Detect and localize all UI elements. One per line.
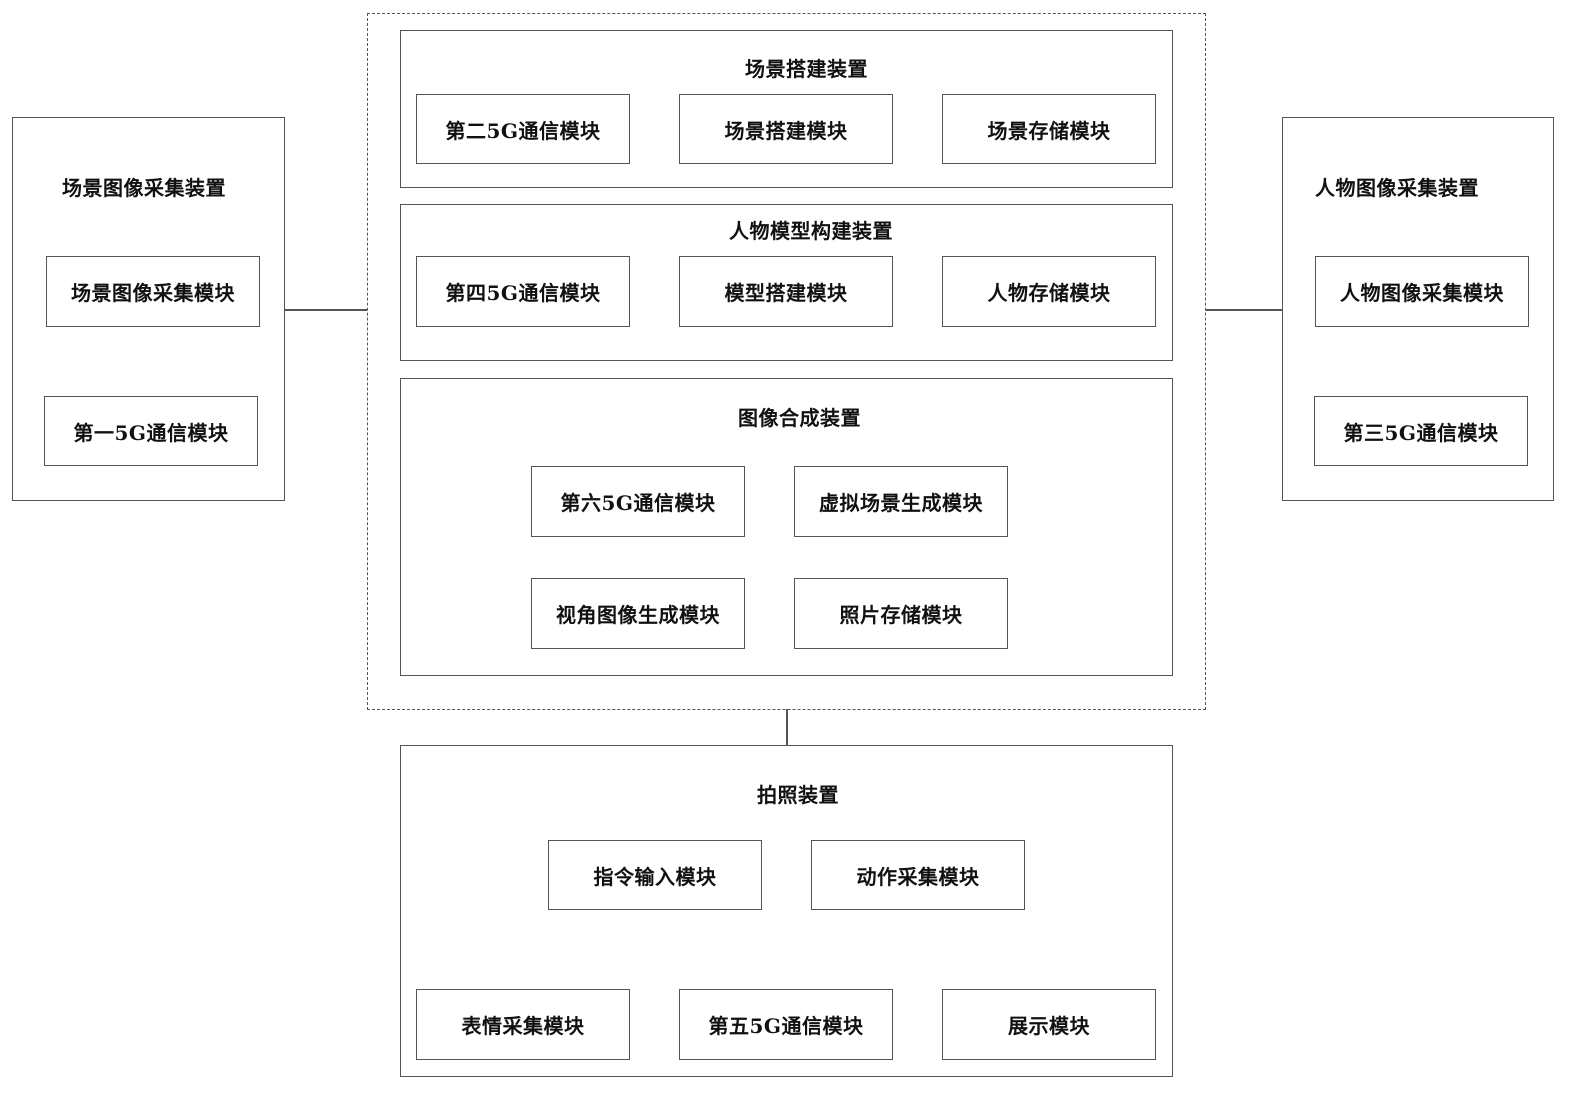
command-input-module: 指令输入模块 bbox=[548, 840, 762, 910]
photo-device-title: 拍照装置 bbox=[757, 783, 839, 807]
expression-capture-module: 表情采集模块 bbox=[416, 989, 630, 1060]
connector-bottom bbox=[786, 709, 788, 746]
motion-capture-module: 动作采集模块 bbox=[811, 840, 1025, 910]
image-synthesis-device bbox=[400, 378, 1173, 676]
server-group bbox=[367, 13, 1206, 710]
fifth-5g-module: 第五5G通信模块 bbox=[679, 989, 893, 1060]
scene-storage-module: 场景存储模块 bbox=[942, 94, 1156, 164]
virtual-scene-generation-module: 虚拟场景生成模块 bbox=[794, 466, 1008, 537]
view-image-generation-module: 视角图像生成模块 bbox=[531, 578, 745, 649]
second-5g-module: 第二5G通信模块 bbox=[416, 94, 630, 164]
scene-capture-device-title: 场景图像采集装置 bbox=[62, 176, 226, 200]
connector-right bbox=[1206, 309, 1283, 311]
person-capture-device-title: 人物图像采集装置 bbox=[1315, 176, 1479, 200]
photo-storage-module: 照片存储模块 bbox=[794, 578, 1008, 649]
connector-left bbox=[285, 309, 367, 311]
first-5g-module: 第一5G通信模块 bbox=[44, 396, 258, 466]
display-module: 展示模块 bbox=[942, 989, 1156, 1060]
person-storage-module: 人物存储模块 bbox=[942, 256, 1156, 327]
third-5g-module: 第三5G通信模块 bbox=[1314, 396, 1528, 466]
sixth-5g-module: 第六5G通信模块 bbox=[531, 466, 745, 537]
scene-image-capture-module: 场景图像采集模块 bbox=[46, 256, 260, 327]
person-image-capture-module: 人物图像采集模块 bbox=[1315, 256, 1529, 327]
scene-build-device-title: 场景搭建装置 bbox=[745, 57, 868, 81]
scene-build-module: 场景搭建模块 bbox=[679, 94, 893, 164]
image-synthesis-device-title: 图像合成装置 bbox=[738, 406, 861, 430]
fourth-5g-module: 第四5G通信模块 bbox=[416, 256, 630, 327]
person-model-device-title: 人物模型构建装置 bbox=[729, 219, 893, 243]
model-build-module: 模型搭建模块 bbox=[679, 256, 893, 327]
